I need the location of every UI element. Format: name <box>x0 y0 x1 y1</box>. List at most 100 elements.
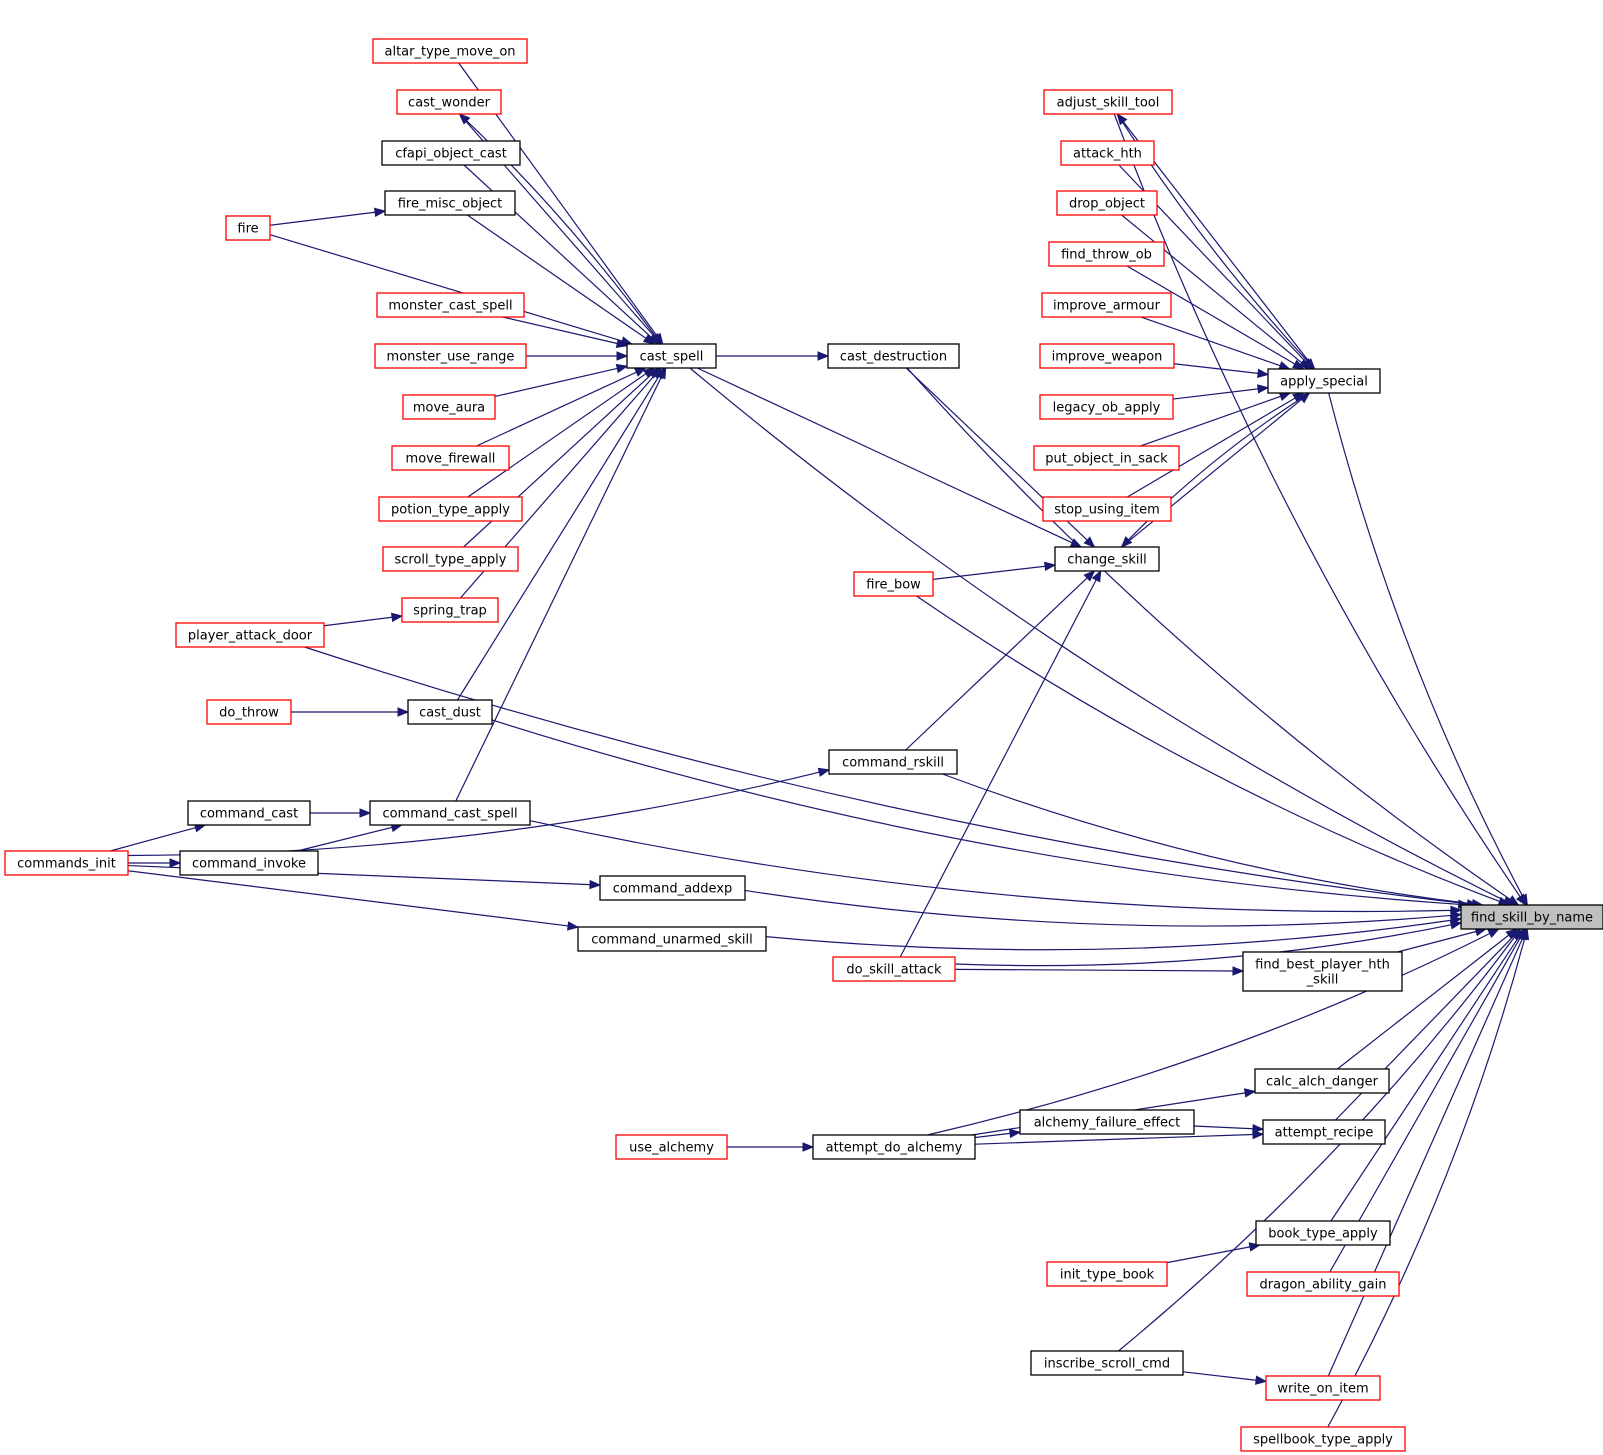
node-box-potion_type_apply <box>378 496 523 522</box>
node-box-fire_misc_object <box>384 190 516 216</box>
node-box-init_type_book <box>1046 1261 1168 1287</box>
node-cast_dust[interactable]: cast_dust <box>407 699 493 725</box>
node-legacy_ob_apply[interactable]: legacy_ob_apply <box>1039 394 1174 420</box>
node-find_throw_ob[interactable]: find_throw_ob <box>1048 241 1165 267</box>
node-adjust_skill_tool[interactable]: adjust_skill_tool <box>1043 89 1173 115</box>
node-fire_misc_object[interactable]: fire_misc_object <box>384 190 516 216</box>
node-find_skill_by_name[interactable]: find_skill_by_name <box>1460 904 1603 930</box>
node-player_attack_door[interactable]: player_attack_door <box>175 622 325 648</box>
node-command_addexp[interactable]: command_addexp <box>599 875 746 901</box>
node-box-spellbook_type_apply <box>1240 1426 1406 1452</box>
node-label: book_type_apply <box>1268 1227 1378 1242</box>
node-label: adjust_skill_tool <box>1057 96 1160 111</box>
node-label: improve_armour <box>1053 299 1161 314</box>
arrowhead-do_skill_attack-to-change_skill <box>1091 569 1102 583</box>
node-drop_object[interactable]: drop_object <box>1056 190 1158 216</box>
node-command_invoke[interactable]: command_invoke <box>179 850 319 876</box>
node-spellbook_type_apply[interactable]: spellbook_type_apply <box>1240 1426 1406 1452</box>
node-do_skill_attack[interactable]: do_skill_attack <box>832 956 956 982</box>
node-init_type_book[interactable]: init_type_book <box>1046 1261 1168 1287</box>
node-command_cast_spell[interactable]: command_cast_spell <box>369 800 531 826</box>
node-improve_weapon[interactable]: improve_weapon <box>1039 343 1175 369</box>
node-alchemy_failure_effect[interactable]: alchemy_failure_effect <box>1019 1109 1195 1135</box>
node-cast_wonder[interactable]: cast_wonder <box>396 89 502 115</box>
arrowhead-commands_init-to-command_invoke <box>169 858 182 868</box>
arrowhead-attempt_do_alchemy-to-find_skill_by_name <box>1487 928 1500 938</box>
node-commands_init[interactable]: commands_init <box>4 850 129 876</box>
node-improve_armour[interactable]: improve_armour <box>1041 292 1172 318</box>
node-altar_type_move_on[interactable]: altar_type_move_on <box>372 38 528 64</box>
node-cast_spell[interactable]: cast_spell <box>626 343 717 369</box>
edge-cast_spell-to-change_skill <box>696 367 1073 544</box>
node-box-calc_alch_danger <box>1254 1068 1390 1094</box>
node-inscribe_scroll_cmd[interactable]: inscribe_scroll_cmd <box>1030 1350 1184 1376</box>
node-cast_destruction[interactable]: cast_destruction <box>827 343 960 369</box>
edge-command_invoke-to-command_cast_spell <box>297 826 393 852</box>
node-box-change_skill <box>1054 546 1160 572</box>
node-calc_alch_danger[interactable]: calc_alch_danger <box>1254 1068 1390 1094</box>
arrowhead-legacy_ob_apply-to-apply_special <box>1257 384 1270 394</box>
arrowhead-fire-to-fire_misc_object <box>373 207 387 218</box>
node-label: monster_use_range <box>387 350 515 365</box>
node-command_rskill[interactable]: command_rskill <box>828 749 958 775</box>
node-box-cast_dust <box>407 699 493 725</box>
node-write_on_item[interactable]: write_on_item <box>1265 1375 1381 1401</box>
node-label: dragon_ability_gain <box>1260 1278 1387 1293</box>
edge-command_unarmed_skill-to-find_skill_by_name <box>765 919 1452 951</box>
edge-alchemy_failure_effect-to-attempt_recipe <box>1193 1125 1254 1130</box>
node-label: calc_alch_danger <box>1266 1075 1379 1090</box>
node-monster_cast_spell[interactable]: monster_cast_spell <box>376 292 525 318</box>
node-book_type_apply[interactable]: book_type_apply <box>1255 1220 1391 1246</box>
node-box-adjust_skill_tool <box>1043 89 1173 115</box>
node-do_throw[interactable]: do_throw <box>206 699 292 725</box>
edge-command_cast_spell-to-find_skill_by_name <box>529 820 1452 913</box>
node-stop_using_item[interactable]: stop_using_item <box>1042 496 1172 522</box>
node-label: fire_misc_object <box>398 197 503 212</box>
node-command_unarmed_skill[interactable]: command_unarmed_skill <box>577 926 767 952</box>
node-fire_bow[interactable]: fire_bow <box>853 571 934 597</box>
node-box-cfapi_object_cast <box>381 140 521 166</box>
edge-apply_special-to-find_skill_by_name <box>1328 392 1524 897</box>
arrowhead-fire_misc_object-to-cast_spell <box>642 334 656 345</box>
node-box-find_skill_by_name <box>1460 904 1603 930</box>
edge-attempt_do_alchemy-to-attempt_recipe <box>974 1133 1254 1145</box>
node-use_alchemy[interactable]: use_alchemy <box>615 1134 728 1160</box>
node-spring_trap[interactable]: spring_trap <box>401 597 499 623</box>
node-scroll_type_apply[interactable]: scroll_type_apply <box>382 546 519 572</box>
arrowhead-find_throw_ob-to-apply_special <box>1291 359 1305 370</box>
node-monster_use_range[interactable]: monster_use_range <box>374 343 527 369</box>
node-box-command_addexp <box>599 875 746 901</box>
node-dragon_ability_gain[interactable]: dragon_ability_gain <box>1246 1271 1400 1297</box>
arrowhead-command_cast_spell-to-cast_spell <box>656 366 667 380</box>
node-apply_special[interactable]: apply_special <box>1267 368 1381 394</box>
node-box-write_on_item <box>1265 1375 1381 1401</box>
node-attempt_do_alchemy[interactable]: attempt_do_alchemy <box>812 1134 976 1160</box>
edge-player_attack_door-to-spring_trap <box>323 616 393 627</box>
node-attack_hth[interactable]: attack_hth <box>1060 140 1155 166</box>
node-label: use_alchemy <box>629 1141 714 1156</box>
edge-write_on_item-to-find_skill_by_name <box>1327 937 1524 1377</box>
node-potion_type_apply[interactable]: potion_type_apply <box>378 496 523 522</box>
arrowhead-apply_special-to-change_skill <box>1120 536 1133 548</box>
node-attempt_recipe[interactable]: attempt_recipe <box>1262 1119 1386 1145</box>
node-find_best_player_hth_skill[interactable]: find_best_player_hth_skill <box>1242 951 1403 992</box>
node-move_aura[interactable]: move_aura <box>402 394 496 420</box>
node-command_cast[interactable]: command_cast <box>187 800 311 826</box>
node-change_skill[interactable]: change_skill <box>1054 546 1160 572</box>
node-box-improve_armour <box>1041 292 1172 318</box>
arrowhead-commands_init-to-command_addexp <box>589 879 602 890</box>
arrowhead-monster_cast_spell-to-cast_spell <box>615 338 629 348</box>
arrowhead-fire_bow-to-change_skill <box>1044 561 1057 572</box>
node-fire[interactable]: fire <box>225 215 271 241</box>
edge-do_skill_attack-to-change_skill <box>899 579 1097 958</box>
node-put_object_in_sack[interactable]: put_object_in_sack <box>1033 445 1180 471</box>
node-cfapi_object_cast[interactable]: cfapi_object_cast <box>381 140 521 166</box>
arrowhead-attempt_do_alchemy-to-calc_alch_danger <box>1243 1088 1257 1098</box>
node-move_firewall[interactable]: move_firewall <box>391 445 510 471</box>
node-box-put_object_in_sack <box>1033 445 1180 471</box>
node-box-fire_bow <box>853 571 934 597</box>
node-box-commands_init <box>4 850 129 876</box>
node-label: cast_wonder <box>408 96 491 111</box>
node-box-find_best_player_hth_skill <box>1242 951 1403 992</box>
edge-find_best_player_hth_skill-to-find_skill_by_name <box>1397 930 1477 953</box>
